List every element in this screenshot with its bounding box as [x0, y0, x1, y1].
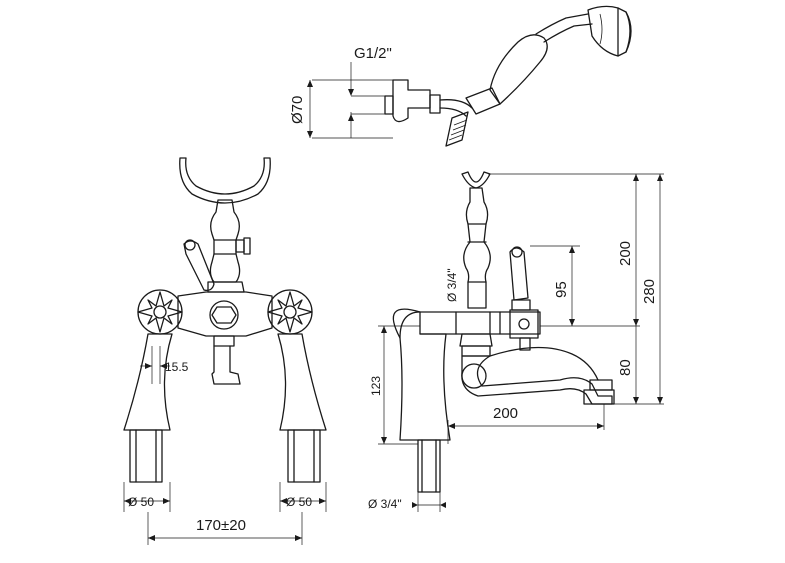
dim-centres: 170±20	[196, 517, 246, 534]
dim-height-200: 200	[617, 241, 634, 266]
dim-left-base: Ø 50	[128, 495, 154, 509]
hose-thread	[445, 111, 469, 147]
dim-nut-offset: 15.5	[165, 360, 189, 374]
dim-spout-reach: 200	[493, 405, 518, 422]
side-view: Ø 3/4" 123 Ø 3/4" 200 200	[368, 171, 664, 512]
dim-inlet-diameter: Ø 3/4"	[368, 497, 402, 511]
dim-height-123: 123	[369, 376, 383, 396]
hand-shower-view: G1/2" Ø70	[289, 5, 632, 147]
dim-shaft-diameter: Ø 3/4"	[445, 268, 459, 302]
dim-height-280: 280	[641, 279, 658, 304]
dim-outlet-diameter: Ø70	[289, 96, 306, 124]
front-view: 15.5 Ø 50 Ø 50 170±20	[123, 157, 327, 545]
dim-connection-thread: G1/2"	[354, 45, 392, 62]
dim-right-base: Ø 50	[286, 495, 312, 509]
dim-height-95: 95	[553, 281, 570, 298]
dim-height-80: 80	[617, 359, 634, 376]
